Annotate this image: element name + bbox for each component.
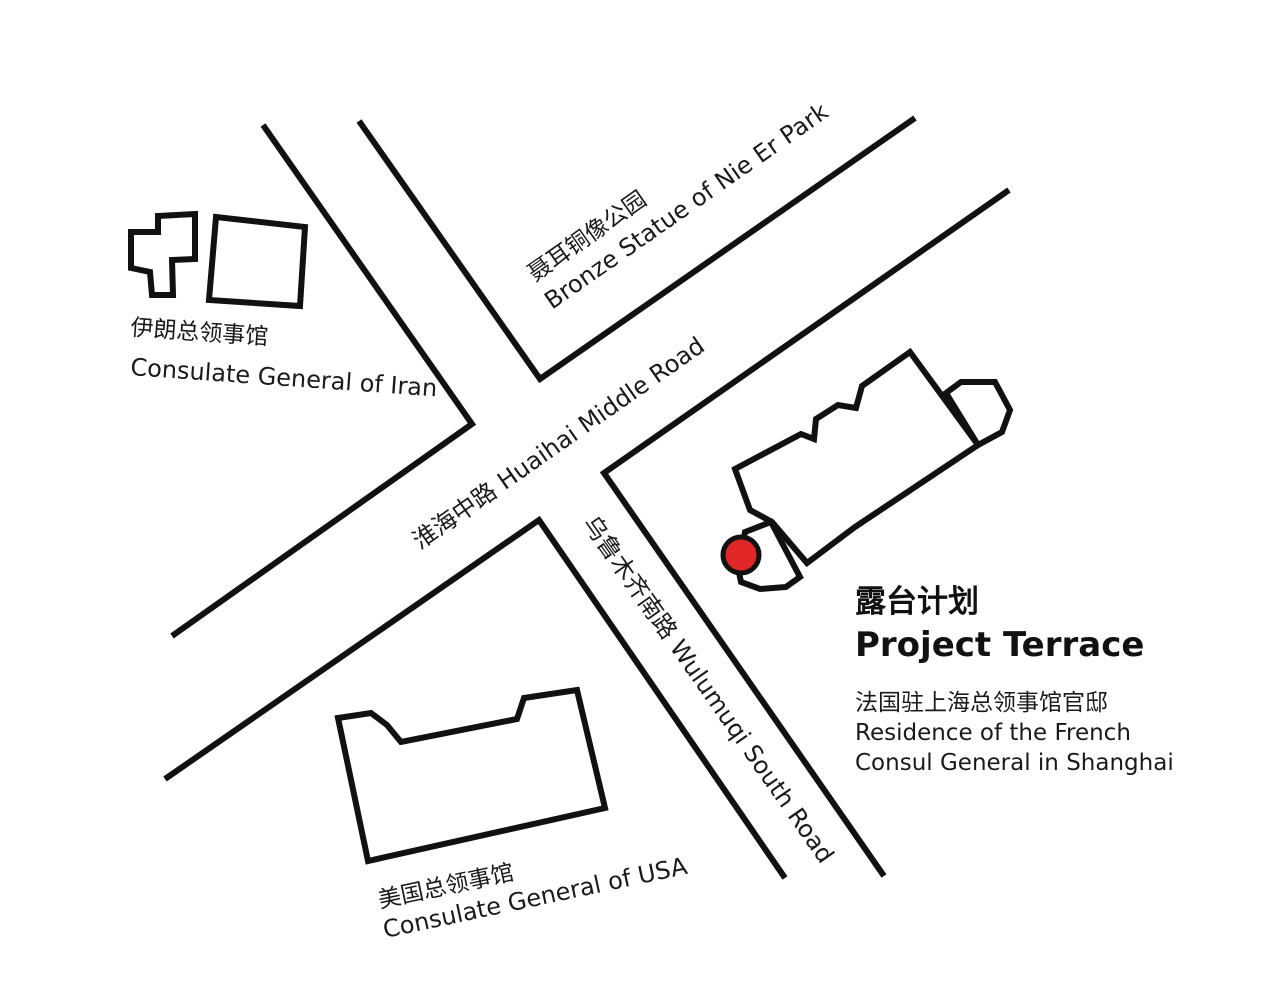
road-east-edge bbox=[599, 187, 1011, 878]
road-north-edge bbox=[356, 115, 917, 384]
roads bbox=[163, 115, 1011, 880]
project-subtitle-en-line2: Consul General in Shanghai bbox=[855, 750, 1174, 776]
road-south-edge bbox=[163, 515, 788, 880]
label-iran-zh: 伊朗总领事馆 bbox=[130, 315, 269, 351]
iran-consulate-building-large bbox=[205, 213, 309, 310]
buildings bbox=[128, 210, 1014, 865]
french-residence-east-wing bbox=[941, 379, 1014, 449]
road-northwest-edge bbox=[170, 123, 477, 639]
usa-consulate-building bbox=[334, 686, 609, 865]
project-title-zh: 露台计划 bbox=[855, 584, 979, 620]
label-wulumuqi-road: 乌鲁木齐南路 Wulumuqi South Road bbox=[577, 510, 839, 868]
location-marker bbox=[720, 534, 762, 576]
project-subtitle-en-line1: Residence of the French bbox=[855, 720, 1131, 746]
label-iran-en: Consulate General of Iran bbox=[130, 353, 439, 402]
project-subtitle-zh: 法国驻上海总领事馆官邸 bbox=[855, 690, 1108, 716]
iran-consulate-building-small bbox=[128, 210, 198, 298]
project-title-en: Project Terrace bbox=[855, 625, 1144, 665]
